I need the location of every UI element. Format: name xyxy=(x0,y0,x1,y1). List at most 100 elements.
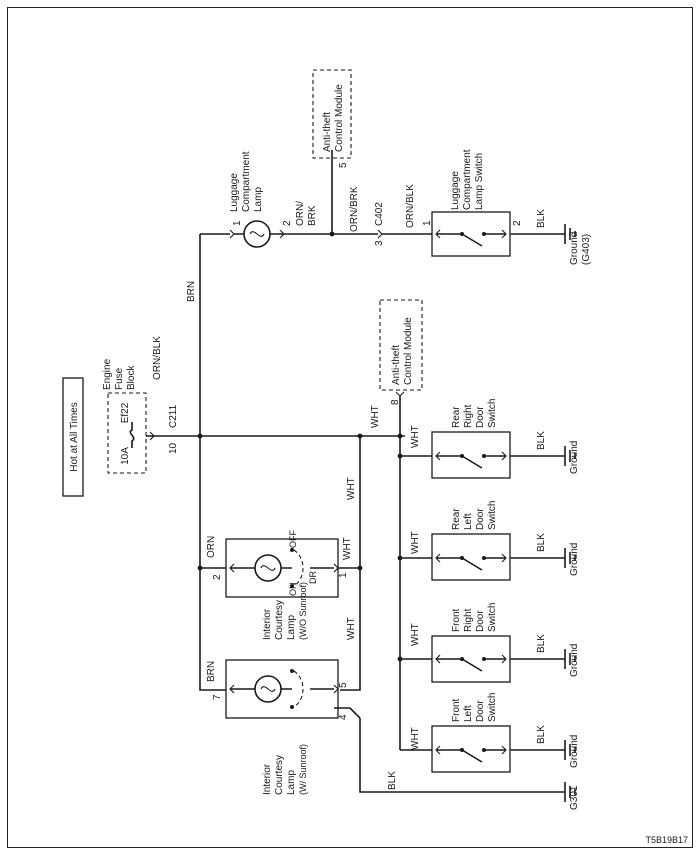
luggage-lamp-filament xyxy=(249,231,265,237)
rear-left-name-1: Rear xyxy=(451,508,462,530)
courtesy-lamp-w-pin4-lead xyxy=(334,707,361,719)
door-switch-front-left: WHT Front Left Door Switch BLK Ground xyxy=(400,693,580,773)
front-left-ground-label: Ground xyxy=(569,735,580,768)
diagram-frame xyxy=(7,7,693,848)
luggage-lamp-pin2-label: 2 xyxy=(282,220,293,226)
front-left-ground-icon xyxy=(564,740,576,760)
courtesy-w-name-4: (W/ Sunroof) xyxy=(298,744,308,795)
front-right-name-3: Door xyxy=(475,610,486,632)
courtesy-w-pin7: 7 xyxy=(212,694,223,700)
courtesy-lamp-w-pins xyxy=(229,684,339,694)
fuse-id: Ef22 xyxy=(120,402,131,423)
front-left-name-1: Front xyxy=(451,698,462,722)
front-right-ground-icon xyxy=(564,649,576,669)
courtesy-w-name-2: Courtesy xyxy=(274,755,285,795)
fuse-wire-label: ORN/BLK xyxy=(152,336,163,380)
front-left-name-2: Left xyxy=(463,705,474,722)
ground-g403-label-1: Ground xyxy=(569,232,580,265)
rear-right-blk-label: BLK xyxy=(536,431,547,450)
antitheft-module-mid xyxy=(379,299,423,391)
front-right-name-4: Switch xyxy=(487,603,498,632)
wire-orn-label: ORN xyxy=(206,536,217,558)
fuse-block-title-2: Fuse xyxy=(114,367,125,390)
rear-left-blk-label: BLK xyxy=(536,533,547,552)
luggage-lamp-name-1: Luggage xyxy=(229,173,240,212)
front-left-switch-box xyxy=(431,725,511,773)
antitheft-mid-name-1: Anti-theft xyxy=(391,345,402,385)
wire-orn-brk-label-1: ORN/ xyxy=(295,201,306,226)
courtesy-wo-off-label: OFF xyxy=(288,530,298,548)
wire-blk-luggage-label: BLK xyxy=(536,209,547,228)
courtesy-w-terminal-a xyxy=(290,669,294,673)
rear-right-switch-box xyxy=(431,431,511,479)
courtesy-w-name-1: Interior xyxy=(262,763,273,795)
courtesy-wo-pin1: 1 xyxy=(338,572,349,578)
luggage-switch-terminal xyxy=(482,232,486,236)
front-right-ground-label: Ground xyxy=(569,644,580,677)
luggage-switch-pin1: 1 xyxy=(422,220,433,226)
front-right-name-2: Right xyxy=(463,608,474,632)
connector-c402-symbol xyxy=(377,229,383,239)
rear-left-name-4: Switch xyxy=(487,501,498,530)
fuse-rating: 10A xyxy=(120,447,131,465)
courtesy-wo-on-terminal xyxy=(290,584,294,588)
front-right-blk-label: BLK xyxy=(536,634,547,653)
ground-g403-label-2: (G403) xyxy=(581,234,592,265)
antitheft-mid-connector xyxy=(395,391,405,397)
courtesy-w-brn-label: BRN xyxy=(206,661,217,682)
wire-orn-brk-label: ORN/BRK xyxy=(349,186,360,232)
courtesy-wo-name-4: (W/O Sunroof) xyxy=(298,582,308,640)
courtesy-lamp-wo-pins xyxy=(229,563,339,573)
rear-left-name-2: Left xyxy=(463,513,474,530)
rear-left-ground-icon xyxy=(564,548,576,568)
connector-c211-label: C211 xyxy=(168,404,179,428)
wire-wht-label-2: WHT xyxy=(410,425,421,448)
antitheft-mid-pin: 8 xyxy=(390,399,401,405)
wire-wht-label-1: WHT xyxy=(370,405,381,428)
courtesy-wo-pin2: 2 xyxy=(212,574,223,580)
antitheft-top-name-2: Control Module xyxy=(334,84,345,152)
rear-left-switch-pivot xyxy=(460,556,464,560)
rear-right-name-4: Switch xyxy=(487,399,498,428)
wire-orn-brk-label-2: BRK xyxy=(307,205,318,226)
front-left-wht-label: WHT xyxy=(410,727,421,750)
ground-g301-icon xyxy=(564,782,576,802)
front-left-name-3: Door xyxy=(475,700,486,722)
connector-c402-pin: 3 xyxy=(374,240,385,246)
front-right-name-1: Front xyxy=(451,608,462,632)
power-source-label: Hot at All Times xyxy=(69,402,80,471)
rear-right-name-2: Right xyxy=(463,404,474,428)
connector-c211-symbol xyxy=(149,431,155,441)
wire-wht-courtesy xyxy=(340,436,361,691)
wire-wht-label-5: WHT xyxy=(346,617,357,640)
rear-left-name-3: Door xyxy=(475,508,486,530)
front-left-switch-pivot xyxy=(460,748,464,752)
wire-brn-label: BRN xyxy=(186,281,197,302)
antitheft-top-name-1: Anti-theft xyxy=(322,112,333,152)
connector-c211-pin: 10 xyxy=(168,442,179,454)
rear-left-wht-label: WHT xyxy=(410,531,421,554)
rear-left-switch-box xyxy=(431,533,511,581)
front-left-switch-terminal xyxy=(482,748,486,752)
luggage-lamp-name-3: Lamp xyxy=(253,187,264,212)
figure-code: T5B19B17 xyxy=(645,835,688,845)
rear-right-ground-icon xyxy=(564,446,576,466)
luggage-switch-pivot xyxy=(460,232,464,236)
wire-orn-blk-label: ORN/BLK xyxy=(405,184,416,228)
courtesy-w-pin5: 5 xyxy=(338,682,349,688)
courtesy-w-name-3: Lamp xyxy=(286,770,297,795)
rear-right-ground-label: Ground xyxy=(569,441,580,474)
rear-left-ground-label: Ground xyxy=(569,543,580,576)
wire-blk-g301-label: BLK xyxy=(387,771,398,790)
antitheft-mid-name-2: Control Module xyxy=(403,317,414,385)
rear-right-name-1: Rear xyxy=(451,406,462,428)
courtesy-wo-dr-label: DR xyxy=(308,571,318,584)
courtesy-wo-on-label: ON xyxy=(288,583,298,597)
fuse-block-box xyxy=(107,392,147,474)
ground-g301-label: G301 xyxy=(569,785,580,810)
courtesy-wo-name-1: Interior xyxy=(262,608,273,640)
luggage-switch-name-1: Luggage xyxy=(450,171,461,210)
rear-right-name-3: Door xyxy=(475,406,486,428)
